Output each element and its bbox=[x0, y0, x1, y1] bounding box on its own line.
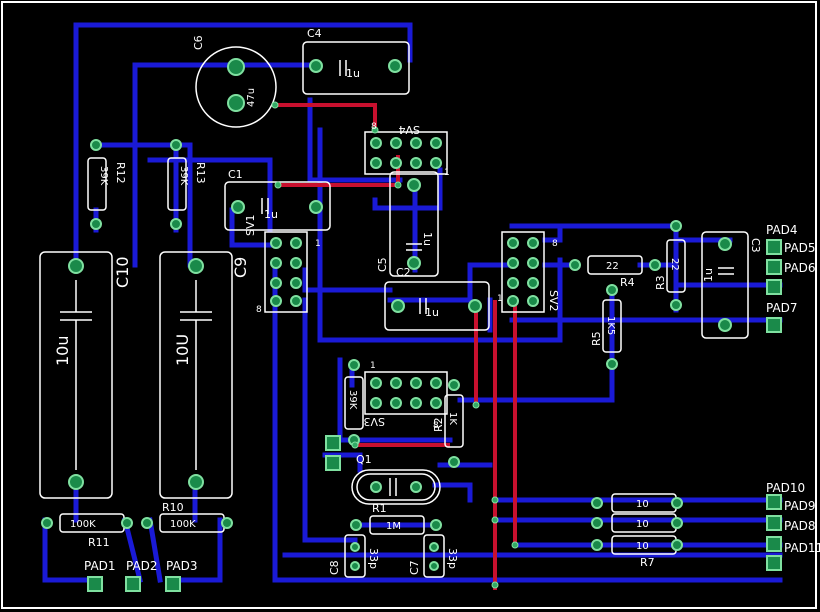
label-c5: C5 bbox=[376, 257, 389, 272]
label-r4: R4 bbox=[620, 276, 635, 289]
label-pad5: PAD5 bbox=[784, 241, 816, 255]
label-c7: C7 bbox=[408, 560, 421, 575]
label-c3: C3 bbox=[749, 238, 762, 253]
label-c11-value: 10U bbox=[173, 334, 192, 366]
label-pad1: PAD1 bbox=[84, 559, 116, 573]
label-c4: C4 bbox=[307, 27, 322, 40]
label-sv2-pin8: 8 bbox=[552, 239, 558, 249]
bottom-traces bbox=[42, 22, 783, 584]
label-r11: R11 bbox=[88, 536, 110, 549]
label-pad3: PAD3 bbox=[166, 559, 198, 573]
label-sv3-pin8: 8 bbox=[433, 421, 439, 431]
label-c5-box-value: 1u bbox=[425, 306, 439, 319]
label-r13: R13 bbox=[194, 162, 207, 184]
label-pad7: PAD7 bbox=[766, 301, 798, 315]
label-r5: R5 bbox=[590, 331, 603, 346]
label-sv4-pin1: 1 bbox=[444, 168, 450, 178]
label-c6: C6 bbox=[192, 35, 205, 50]
label-c10-value: 10u bbox=[53, 336, 72, 367]
label-r13-value: 39K bbox=[178, 166, 189, 186]
label-sv1-pin8: 8 bbox=[256, 305, 262, 315]
label-sv2: SV2 bbox=[547, 290, 560, 312]
label-q1: Q1 bbox=[356, 453, 372, 466]
component-outlines bbox=[39, 41, 749, 578]
label-pad2: PAD2 bbox=[126, 559, 158, 573]
label-c9: C9 bbox=[231, 257, 250, 278]
label-r1: R1 bbox=[372, 502, 387, 515]
label-c8-value: 33p bbox=[367, 548, 380, 569]
label-r10-value: 100K bbox=[170, 519, 196, 530]
label-r10: R10 bbox=[162, 501, 184, 514]
vias bbox=[271, 101, 519, 589]
label-r12: R12 bbox=[114, 162, 127, 184]
label-r2-value: 1K bbox=[447, 412, 458, 425]
label-r7: R7 bbox=[640, 556, 655, 569]
label-r3: R3 bbox=[654, 275, 667, 290]
label-pad11: PAD11 bbox=[784, 541, 820, 555]
label-r11-value: 100K bbox=[70, 519, 96, 530]
label-c7-value: 33p bbox=[446, 548, 459, 569]
label-r3-value: 22 bbox=[669, 258, 680, 271]
label-r1-value: 1M bbox=[386, 521, 401, 532]
label-c6-value: 47u bbox=[246, 88, 257, 107]
component-labels: C6 47u C4 1u C1 1u C2 1u C5 1u C3 1u C9 … bbox=[53, 27, 820, 575]
header-pins bbox=[270, 137, 539, 409]
label-sv4-pin8: 8 bbox=[371, 122, 377, 132]
label-r7-value: 10 bbox=[636, 541, 649, 552]
label-sv1: SV1 bbox=[244, 214, 257, 236]
label-r4-value: 22 bbox=[606, 261, 619, 272]
label-pad6: PAD6 bbox=[784, 261, 816, 275]
label-sv3-pin1: 1 bbox=[370, 361, 376, 371]
label-c1: C1 bbox=[228, 168, 243, 181]
label-r6-value: 39K bbox=[347, 390, 358, 410]
label-r8-value: 10 bbox=[636, 499, 649, 510]
label-pad8: PAD8 bbox=[784, 519, 816, 533]
label-c3-value: 1u bbox=[702, 268, 715, 282]
label-r9-value: 10 bbox=[636, 519, 649, 530]
label-pad4: PAD4 bbox=[766, 223, 798, 237]
label-r5-value: 1K5 bbox=[605, 316, 616, 335]
label-r12-value: 39K bbox=[98, 166, 109, 186]
label-c2-value: 1u bbox=[421, 232, 434, 246]
label-sv2-pin1: 1 bbox=[497, 294, 503, 304]
label-c10: C10 bbox=[113, 256, 132, 288]
label-sv1-pin1: 1 bbox=[315, 239, 321, 249]
label-c1-value: 1u bbox=[264, 208, 278, 221]
label-sv4: SV4 bbox=[398, 123, 420, 136]
label-sv3: SV3 bbox=[363, 415, 385, 428]
connector-pads bbox=[87, 239, 782, 592]
label-r2: R2 bbox=[432, 417, 445, 432]
label-c2: C2 bbox=[396, 266, 411, 279]
label-pad10: PAD10 bbox=[766, 481, 805, 495]
label-c4-value: 1u bbox=[346, 67, 360, 80]
label-pad9: PAD9 bbox=[784, 499, 816, 513]
label-c8: C8 bbox=[328, 560, 341, 575]
